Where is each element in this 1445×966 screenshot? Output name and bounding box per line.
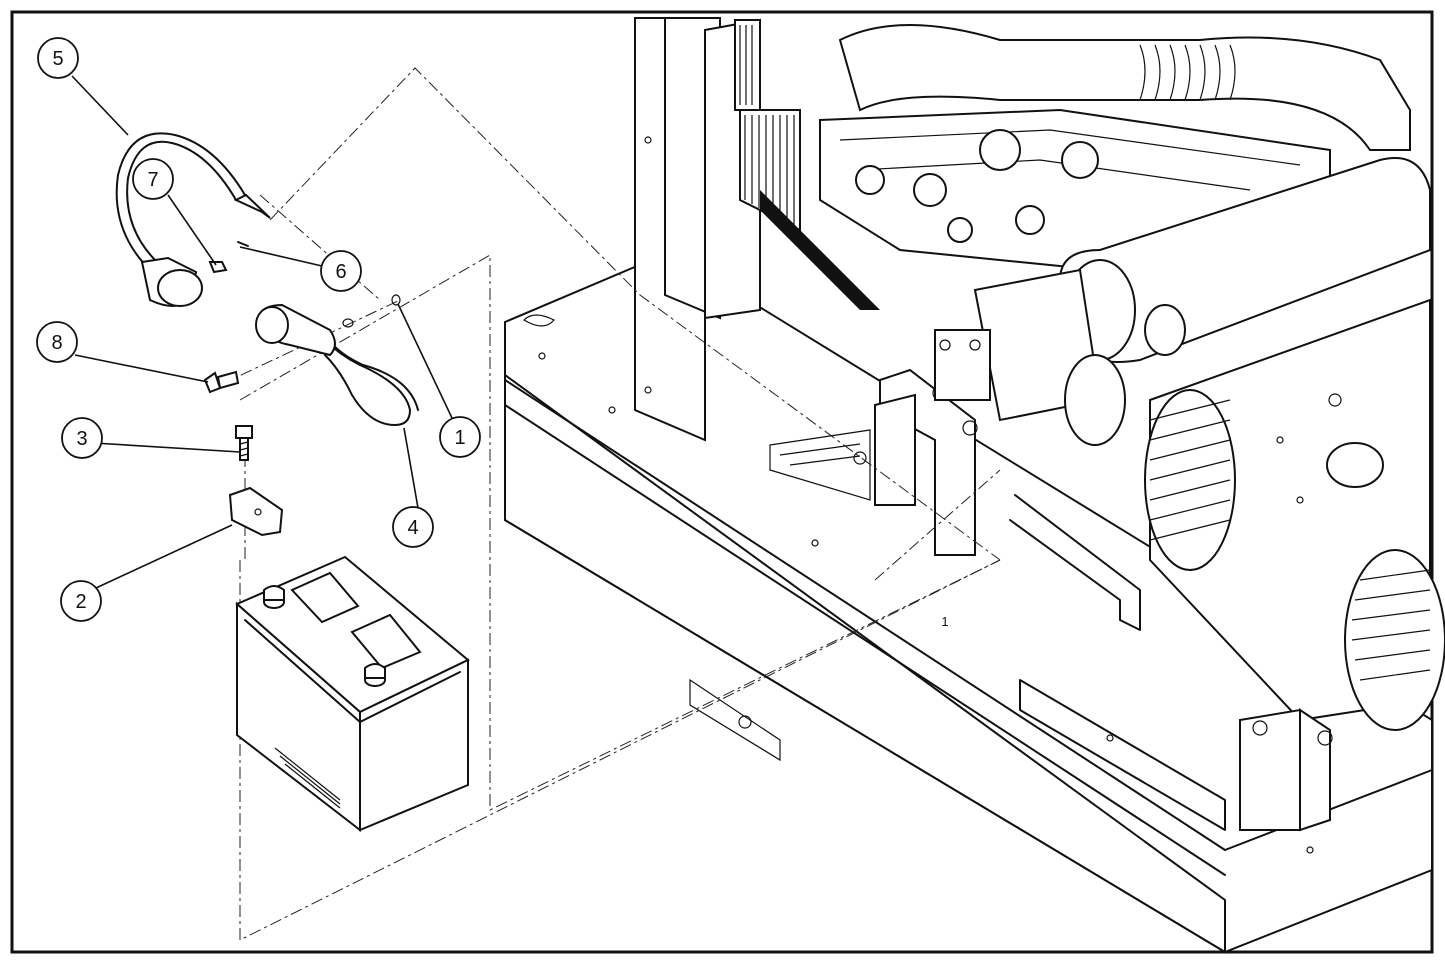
mounting-rails: [769, 429, 1226, 831]
hex-nut: [208, 261, 228, 274]
engine-mount-brackets: [874, 329, 1333, 832]
callout-5: 5: [37, 37, 79, 79]
leader-lines: [71, 75, 453, 589]
base-reference-mark: 1: [941, 614, 948, 629]
diagram-border: [10, 10, 1434, 954]
callout-3: 3: [61, 417, 103, 459]
callout-8-label: 8: [51, 332, 62, 354]
hold-down-clamp: [228, 486, 284, 537]
callout-1: 1: [439, 416, 481, 458]
callout-6: 6: [320, 250, 362, 292]
callout-7-label: 7: [147, 169, 158, 191]
engine-assembly: [819, 24, 1445, 731]
callout-3-label: 3: [76, 428, 87, 450]
callout-7: 7: [132, 158, 174, 200]
callout-5-label: 5: [52, 48, 63, 70]
flat-washer: [391, 294, 401, 306]
callout-4-label: 4: [407, 517, 418, 539]
hold-down-bolt: [235, 425, 253, 461]
callout-1-label: 1: [454, 427, 465, 449]
callout-6-label: 6: [335, 261, 346, 283]
positive-battery-cable: [115, 132, 271, 307]
negative-battery-cable: [255, 303, 419, 426]
battery: [235, 555, 470, 833]
callout-2-label: 2: [75, 591, 86, 613]
callout-8: 8: [36, 321, 78, 363]
generator-enclosure-base: [504, 250, 1433, 954]
ground-bolt: [203, 370, 240, 394]
lock-washer: [237, 241, 249, 247]
assembly-dashed-lines: [219, 67, 1001, 941]
radiator-grille: [734, 19, 880, 310]
callout-2: 2: [60, 580, 102, 622]
callout-4: 4: [392, 506, 434, 548]
